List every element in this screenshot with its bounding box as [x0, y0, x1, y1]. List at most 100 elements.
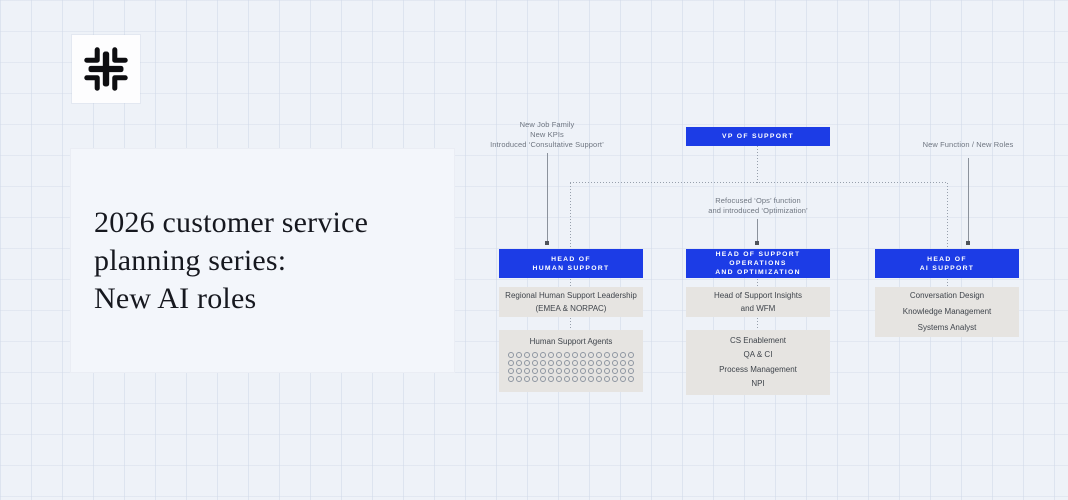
agent-dot — [540, 376, 546, 382]
connector-mid-l3 — [757, 318, 758, 330]
agents-row — [508, 360, 634, 366]
agent-dot — [620, 352, 626, 358]
agent-dot — [516, 352, 522, 358]
agent-dot — [556, 360, 562, 366]
agent-dot — [564, 376, 570, 382]
agent-dot — [604, 352, 610, 358]
agent-dot — [620, 360, 626, 366]
agent-dot — [532, 376, 538, 382]
agent-dot — [596, 368, 602, 374]
agent-dot — [548, 352, 554, 358]
agent-dot — [508, 360, 514, 366]
agent-dot — [508, 352, 514, 358]
org-box-head-support-operations: HEAD OF SUPPORT OPERATIONS AND OPTIMIZAT… — [686, 249, 830, 278]
org-box-ai-roles: Conversation Design Knowledge Management… — [875, 287, 1019, 337]
agents-row — [508, 376, 634, 382]
agent-dot — [596, 376, 602, 382]
agent-dot — [524, 368, 530, 374]
agent-dot — [612, 352, 618, 358]
agent-dot — [588, 360, 594, 366]
agent-dot — [548, 360, 554, 366]
callout-arrowhead-middle — [755, 241, 759, 245]
agent-dot — [532, 352, 538, 358]
agent-dot — [556, 352, 562, 358]
connector-vp-down — [757, 146, 758, 183]
agent-dot — [620, 368, 626, 374]
agent-dot — [580, 360, 586, 366]
agents-row — [508, 368, 634, 374]
agent-dot — [580, 352, 586, 358]
connector-horizontal — [570, 182, 948, 183]
agent-dot — [628, 376, 634, 382]
org-box-regional-leadership: Regional Human Support Leadership (EMEA … — [499, 287, 643, 317]
connector-right-l2 — [947, 279, 948, 287]
callout-arrowhead-right — [966, 241, 970, 245]
agent-dot — [612, 376, 618, 382]
agent-dot — [540, 360, 546, 366]
agent-dot — [564, 352, 570, 358]
agent-dot — [524, 360, 530, 366]
connector-left-l3 — [570, 318, 571, 330]
agent-dot — [524, 376, 530, 382]
agent-dot — [572, 352, 578, 358]
agent-dot — [620, 376, 626, 382]
agent-dot — [596, 352, 602, 358]
org-box-human-support-agents: Human Support Agents — [499, 330, 643, 392]
agent-dot — [548, 376, 554, 382]
agent-dot — [508, 376, 514, 382]
agents-grid — [508, 352, 634, 382]
org-box-head-human-support: HEAD OF HUMAN SUPPORT — [499, 249, 643, 278]
agent-dot — [604, 360, 610, 366]
callout-arrowhead-left — [545, 241, 549, 245]
agent-dot — [516, 376, 522, 382]
agent-dot — [604, 368, 610, 374]
agents-title: Human Support Agents — [529, 337, 613, 346]
agent-dot — [532, 368, 538, 374]
agent-dot — [516, 360, 522, 366]
org-box-ops-teams: CS Enablement QA & CI Process Management… — [686, 330, 830, 395]
org-box-vp-of-support: VP OF SUPPORT — [686, 127, 830, 146]
agent-dot — [564, 360, 570, 366]
callout-line-right — [968, 158, 969, 243]
agents-row — [508, 352, 634, 358]
connector-mid-l2 — [757, 279, 758, 287]
connector-right-down — [947, 183, 948, 249]
agent-dot — [556, 368, 562, 374]
annotation-left: New Job Family New KPIs Introduced ‘Cons… — [490, 120, 604, 149]
org-box-head-ai-support: HEAD OF AI SUPPORT — [875, 249, 1019, 278]
agent-dot — [604, 376, 610, 382]
connector-left-l2 — [570, 279, 571, 287]
logo-card — [72, 35, 140, 103]
agent-dot — [548, 368, 554, 374]
agent-dot — [540, 368, 546, 374]
callout-line-middle — [757, 219, 758, 243]
agent-dot — [580, 376, 586, 382]
agent-dot — [588, 368, 594, 374]
agent-dot — [588, 352, 594, 358]
agent-dot — [540, 352, 546, 358]
agent-dot — [524, 352, 530, 358]
title-card: 2026 customer service planning series: N… — [70, 148, 455, 373]
org-box-support-insights-wfm: Head of Support Insights and WFM — [686, 287, 830, 317]
agent-dot — [628, 360, 634, 366]
agent-dot — [596, 360, 602, 366]
agent-dot — [628, 368, 634, 374]
agent-dot — [508, 368, 514, 374]
agent-dot — [588, 376, 594, 382]
page-title: 2026 customer service planning series: N… — [94, 205, 369, 315]
agent-dot — [628, 352, 634, 358]
agent-dot — [564, 368, 570, 374]
agent-dot — [572, 368, 578, 374]
agent-dot — [572, 360, 578, 366]
annotation-middle: Refocused ‘Ops’ function and introduced … — [708, 196, 808, 215]
agent-dot — [580, 368, 586, 374]
agent-dot — [556, 376, 562, 382]
annotation-right: New Function / New Roles — [922, 140, 1014, 149]
agent-dot — [572, 376, 578, 382]
connector-left-down — [570, 183, 571, 249]
agent-dot — [532, 360, 538, 366]
agent-dot — [612, 360, 618, 366]
callout-line-left — [547, 153, 548, 243]
agent-dot — [516, 368, 522, 374]
